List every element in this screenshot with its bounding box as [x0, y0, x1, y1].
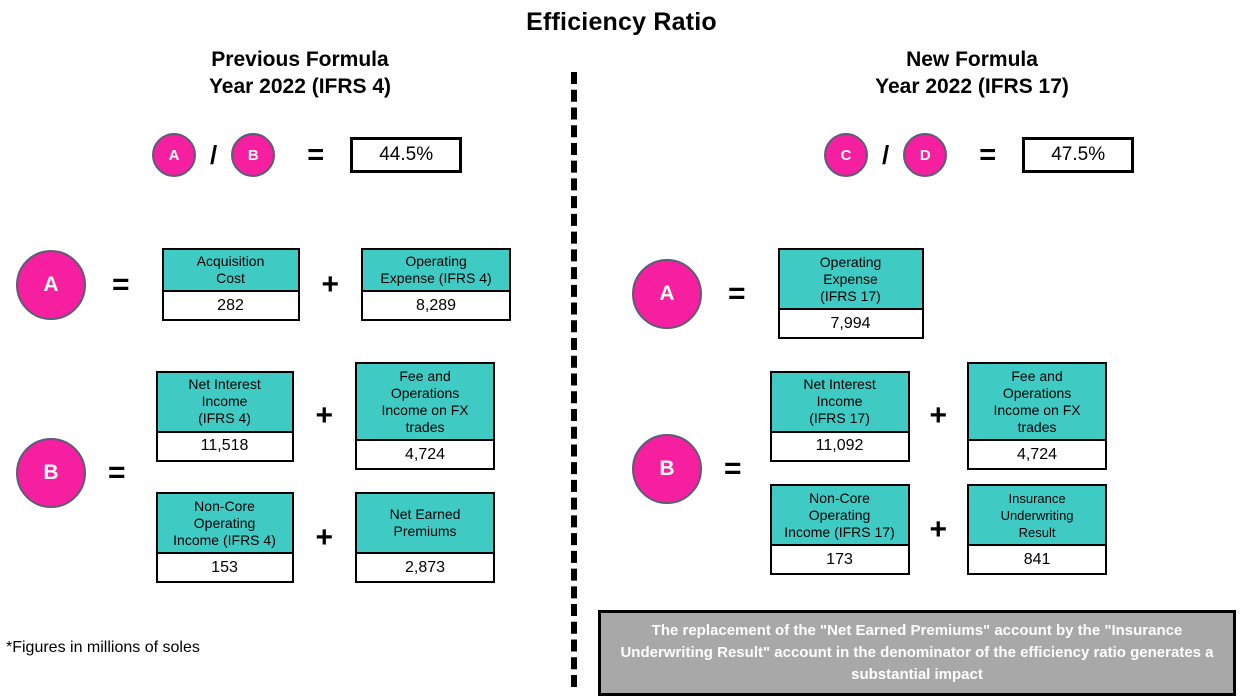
footnote: *Figures in millions of soles — [6, 639, 200, 656]
panel-divider — [571, 72, 577, 687]
account-box: Fee and Operations Income on FX trades 4… — [967, 362, 1108, 470]
plus-sign-icon: + — [315, 399, 334, 432]
group-previous-b-row-1: Net Interest Income (IFRS 4) 11,518 + Fe… — [155, 362, 496, 470]
group-badge-b: B — [16, 437, 86, 508]
account-box-label: Acquisition Cost — [163, 250, 298, 292]
ratio-numerator-badge-new: C — [824, 133, 868, 177]
plus-sign-icon: + — [929, 399, 948, 432]
group-badge-b: B — [632, 433, 702, 504]
plus-sign-icon: + — [315, 520, 334, 554]
account-box: Operating Expense (IFRS 17) 7,994 — [777, 248, 924, 339]
equals-sign-icon: = — [724, 451, 742, 485]
account-box-value: 4,724 — [357, 441, 494, 468]
account-box-value: 11,518 — [157, 432, 292, 460]
ratio-numerator-badge-previous: A — [152, 133, 196, 177]
page-title: Efficiency Ratio — [526, 8, 717, 36]
panel-heading-previous: Previous Formula Year 2022 (IFRS 4) — [208, 48, 392, 98]
account-box: Operating Expense (IFRS 4) 8,289 — [361, 248, 512, 321]
account-box-value: 282 — [163, 292, 298, 319]
group-new-b-row-2: Non-Core Operating Income (IFRS 17) 173 … — [769, 484, 1108, 575]
equals-sign-icon: = — [108, 455, 126, 489]
group-badge-a: A — [16, 249, 86, 320]
account-box-label: Non-Core Operating Income (IFRS 17) — [771, 486, 908, 546]
group-previous-a: A = Acquisition Cost 282 + Operating Exp… — [16, 248, 512, 321]
account-box: Net Earned Premiums 2,873 — [355, 492, 496, 583]
account-box: Net Interest Income (IFRS 17) 11,092 — [769, 370, 910, 462]
equals-sign-icon: = — [307, 138, 325, 171]
account-box-value: 8,289 — [363, 292, 510, 319]
account-box: Insurance Underwriting Result 841 — [967, 484, 1108, 575]
account-box-label: Operating Expense (IFRS 17) — [779, 250, 922, 310]
account-box-label: Fee and Operations Income on FX trades — [969, 364, 1106, 441]
group-new-b-row-1: Net Interest Income (IFRS 17) 11,092 + F… — [769, 362, 1108, 470]
ratio-result-new: 47.5% — [1022, 137, 1135, 173]
equals-sign-icon: = — [979, 138, 997, 171]
account-box-label: Non-Core Operating Income (IFRS 4) — [157, 494, 292, 554]
account-box-value: 841 — [969, 546, 1106, 573]
account-box-value: 153 — [157, 554, 292, 581]
plus-sign-icon: + — [321, 267, 340, 301]
plus-sign-icon: + — [929, 512, 948, 546]
equals-sign-icon: = — [728, 276, 746, 310]
callout-banner: The replacement of the "Net Earned Premi… — [598, 610, 1236, 696]
account-box-value: 4,724 — [969, 441, 1106, 468]
account-box: Fee and Operations Income on FX trades 4… — [355, 362, 496, 470]
group-new-a: A = Operating Expense (IFRS 17) 7,994 — [632, 248, 924, 339]
account-box-label: Net Interest Income (IFRS 17) — [771, 372, 908, 433]
account-box-label: Net Interest Income (IFRS 4) — [157, 372, 292, 433]
account-box-value: 11,092 — [771, 432, 908, 460]
group-previous-b: B = Net Interest Income (IFRS 4) 11,518 … — [16, 362, 496, 583]
account-box: Non-Core Operating Income (IFRS 17) 173 — [769, 484, 910, 575]
ratio-denominator-badge-new: D — [903, 133, 948, 177]
account-box-value: 2,873 — [357, 554, 494, 581]
ratio-expression-previous: A / B = 44.5% — [152, 133, 463, 177]
account-box: Non-Core Operating Income (IFRS 4) 153 — [155, 492, 294, 583]
account-box: Net Interest Income (IFRS 4) 11,518 — [155, 370, 294, 462]
group-new-b: B = Net Interest Income (IFRS 17) 11,092… — [632, 362, 1108, 575]
equals-sign-icon: = — [112, 267, 130, 301]
ratio-denominator-badge-previous: B — [231, 133, 276, 177]
account-box-label: Fee and Operations Income on FX trades — [357, 364, 494, 441]
account-box-label: Insurance Underwriting Result — [969, 486, 1106, 546]
division-slash-icon: / — [882, 140, 890, 170]
account-box-value: 173 — [771, 546, 908, 573]
account-box-value: 7,994 — [779, 310, 922, 337]
account-box: Acquisition Cost 282 — [161, 248, 300, 321]
ratio-expression-new: C / D = 47.5% — [824, 133, 1135, 177]
account-box-label: Operating Expense (IFRS 4) — [363, 250, 510, 292]
group-badge-a: A — [632, 258, 702, 329]
panel-heading-new: New Formula Year 2022 (IFRS 17) — [875, 48, 1069, 98]
ratio-result-previous: 44.5% — [350, 137, 463, 173]
division-slash-icon: / — [210, 140, 218, 170]
group-previous-b-row-2: Non-Core Operating Income (IFRS 4) 153 +… — [155, 492, 496, 583]
account-box-label: Net Earned Premiums — [357, 494, 494, 554]
